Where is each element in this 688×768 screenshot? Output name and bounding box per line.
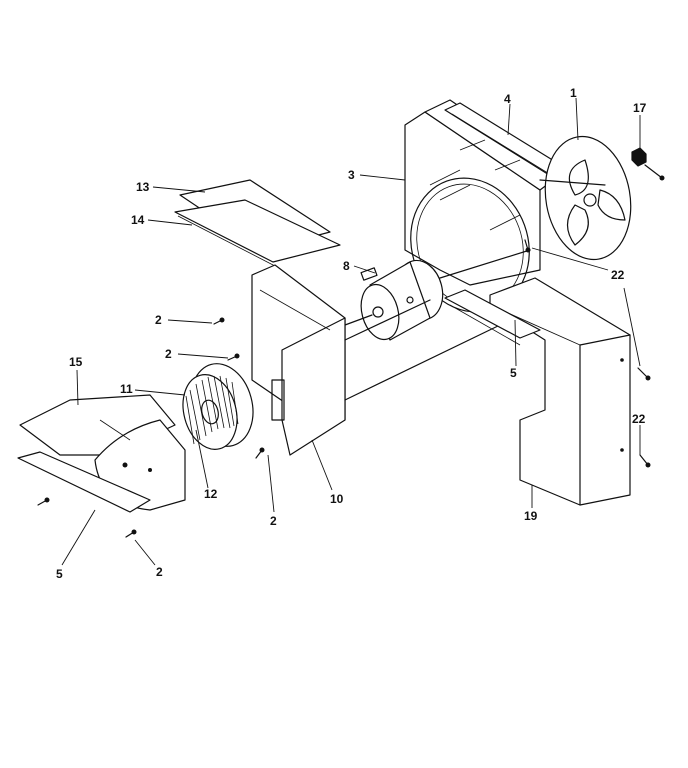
screw-2d [125, 529, 137, 538]
callout-labels: 1 2 2 2 2 3 4 5 5 8 10 11 12 13 14 15 17… [56, 86, 647, 581]
callout-12: 12 [204, 487, 218, 501]
callout-2: 2 [270, 514, 277, 528]
callout-2: 2 [155, 313, 162, 327]
callout-22: 22 [632, 412, 646, 426]
screw-2a [213, 317, 225, 325]
screw-22b [639, 454, 651, 468]
callout-2: 2 [156, 565, 163, 579]
filter-panel-14 [174, 199, 341, 267]
callout-10: 10 [330, 492, 344, 506]
callout-8: 8 [343, 259, 350, 273]
blower-wheel-11 [182, 363, 254, 450]
blower-housing-15 [17, 394, 186, 513]
callout-11: 11 [120, 382, 133, 396]
fan-blade-1 [539, 135, 632, 261]
motor-8 [344, 249, 531, 341]
screw-6 [37, 497, 50, 506]
leader-lines [61, 97, 641, 566]
clip-17 [631, 147, 665, 181]
partition-plate-10 [251, 264, 501, 456]
callout-22: 22 [611, 268, 625, 282]
callout-1: 1 [570, 86, 577, 100]
callout-17: 17 [633, 101, 647, 115]
screw-2b [227, 353, 240, 361]
screw-22c [524, 239, 531, 253]
callout-4: 4 [504, 92, 511, 106]
screw-2c [255, 447, 265, 459]
bracket-5 [444, 289, 541, 346]
callout-5: 5 [510, 366, 517, 380]
callout-2: 2 [165, 347, 172, 361]
cabinet-side-19 [489, 277, 631, 506]
callout-3: 3 [348, 168, 355, 182]
screw-22a [637, 367, 651, 381]
callout-14: 14 [131, 213, 145, 227]
callout-13: 13 [136, 180, 150, 194]
shroud-3 [404, 99, 561, 313]
callout-5: 5 [56, 567, 63, 581]
callout-15: 15 [69, 355, 83, 369]
callout-19: 19 [524, 509, 538, 523]
